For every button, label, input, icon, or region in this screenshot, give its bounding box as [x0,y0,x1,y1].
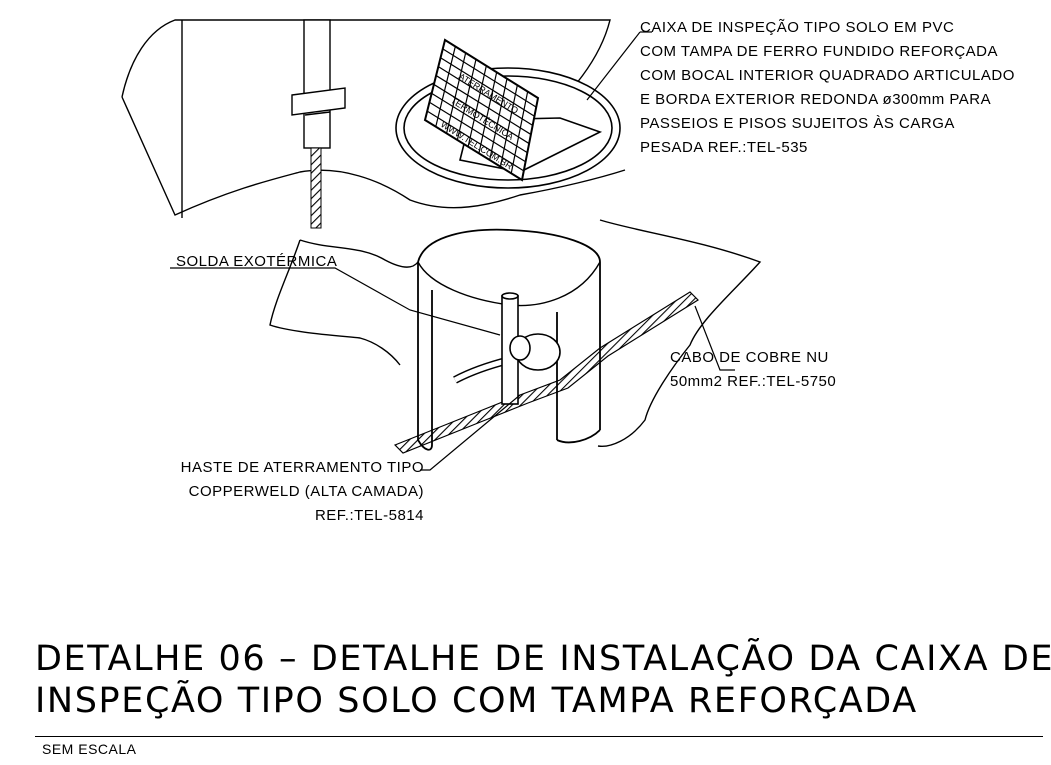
lower-ground-section [269,219,762,447]
scale-note: SEM ESCALA [42,741,137,757]
grate-bar [435,75,532,135]
callout-box-line-5: PASSEIOS E PISOS SUJEITOS ÀS CARGA [640,115,955,132]
copper-cable [393,291,699,454]
grate-icon: ATERRAMENTO TERMOTÉCNICA WWW.TEL.COM.BR [423,38,540,182]
exothermic-weld [509,333,561,371]
callout-haste-line-1: HASTE DE ATERRAMENTO TIPO [180,459,424,476]
grate-bar [433,83,530,145]
grate-bar [438,66,533,126]
upper-cable [310,147,322,229]
callout-box-line-3: COM BOCAL INTERIOR QUADRADO ARTICULADO [640,67,1015,84]
grate-bar [442,48,537,108]
callout-solda: SOLDA EXOTÉRMICA [176,250,337,274]
grate-bar [435,46,456,127]
detail-title-line-2: INSPEÇÃO TIPO SOLO COM TAMPA REFORÇADA [35,681,918,721]
grate-bar [499,84,518,167]
callout-box-line-1: CAIXA DE INSPEÇÃO TIPO SOLO EM PVC [640,19,955,36]
grate-bar [431,92,528,154]
grate-bar [445,52,467,134]
grate-bar [429,101,526,163]
detail-title-line-1: DETALHE 06 – DETALHE DE INSTALAÇÃO DA CA… [35,639,1051,679]
callout-inspection-box: CAIXA DE INSPEÇÃO TIPO SOLO EM PVC COM T… [640,16,1015,160]
grate-bar [456,59,477,141]
callout-box-line-2: COM TAMPA DE FERRO FUNDIDO REFORÇADA [640,43,999,60]
callout-haste-line-2: COPPERWELD (ALTA CAMADA) [188,483,424,500]
callout-haste-line-3: REF.:TEL-5814 [314,507,424,524]
grate-bar [510,91,529,174]
callout-cabo-line-2: 50mm2 REF.:TEL-5750 [670,373,837,390]
grate-bar [440,57,535,117]
grate-bar [467,65,487,147]
callout-cabo-line-1: CABO DE COBRE NU [670,349,829,366]
grate-bar [489,78,508,161]
callout-haste: HASTE DE ATERRAMENTO TIPO COPPERWELD (AL… [180,456,424,528]
title-underline [35,736,1043,737]
callout-box-line-6: PESADA REF.:TEL-535 [640,139,808,156]
inspection-box-body [417,228,601,451]
callout-cabo: CABO DE COBRE NU 50mm2 REF.:TEL-5750 [670,346,836,394]
upper-rod [291,19,346,149]
grate-bar [426,110,525,172]
detail-title: DETALHE 06 – DETALHE DE INSTALAÇÃO DA CA… [35,638,1051,722]
callout-solda-line-1: SOLDA EXOTÉRMICA [176,253,338,270]
grate-bar [478,72,498,154]
callout-box-line-4: E BORDA EXTERIOR REDONDA ø300mm PARA [640,91,992,108]
leader-lines [170,31,735,471]
